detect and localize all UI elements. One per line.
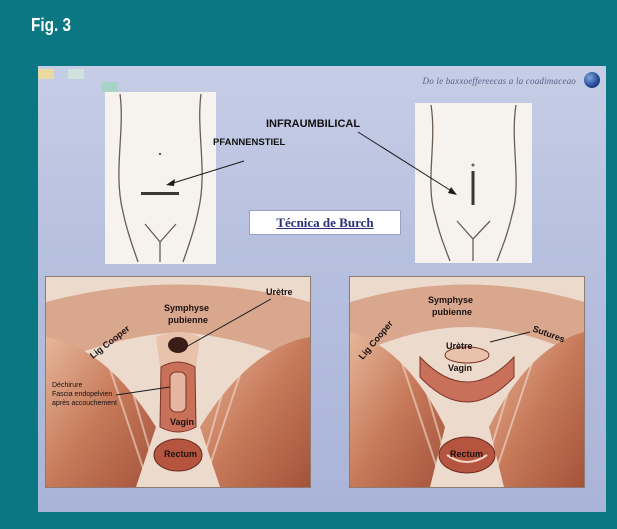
label-symphyse-left: Symphyse: [164, 303, 209, 313]
label-pfannenstiel: PFANNENSTIEL: [213, 137, 285, 148]
label-pubienne-left: pubienne: [168, 315, 208, 325]
anatomy-illustration-left: Lig Cooper Symphyse pubienne Urètre Déch…: [45, 276, 311, 488]
label-rectum-left: Rectum: [164, 449, 197, 459]
label-vagin-right: Vagin: [448, 363, 472, 373]
figure-label: Fig. 3: [31, 15, 71, 36]
label-pubienne-right: pubienne: [432, 307, 472, 317]
label-fascia-1: Fascia endopelvien: [52, 391, 112, 399]
slide: Do le baxxoeffereecas a la coadimaceao: [38, 66, 606, 512]
label-fascia-2: après accouchement: [52, 400, 117, 408]
label-dechirure: Déchirure: [52, 382, 82, 390]
label-uretre-left: Urètre: [266, 287, 293, 297]
label-uretre-right: Urètre: [446, 341, 473, 351]
slide-title: Técnica de Burch: [250, 211, 400, 234]
label-rectum-right: Rectum: [450, 449, 483, 459]
anatomy-illustration-right: Lig Cooper Symphyse pubienne Sutures Urè…: [349, 276, 585, 488]
label-symphyse-right: Symphyse: [428, 295, 473, 305]
title-box: Técnica de Burch: [249, 210, 401, 235]
label-vagin-left: Vagin: [170, 417, 194, 427]
label-infraumbilical: INFRAUMBILICAL: [266, 118, 360, 130]
